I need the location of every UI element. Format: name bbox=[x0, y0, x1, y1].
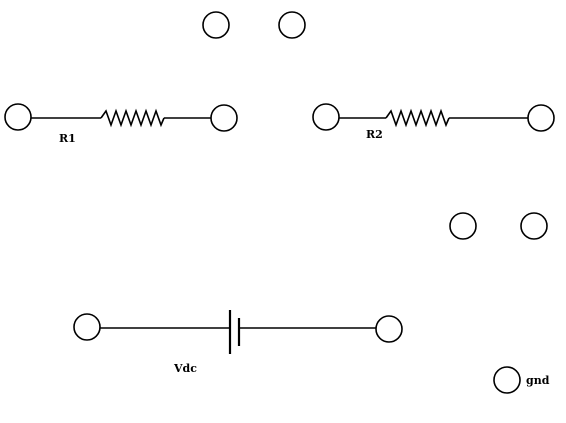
r2-zigzag bbox=[385, 108, 450, 128]
resistor-r1[interactable]: R1 bbox=[4, 103, 238, 145]
gnd-terminal[interactable] bbox=[493, 366, 521, 394]
resistor-r2[interactable]: R2 bbox=[312, 103, 555, 141]
r1-zigzag bbox=[100, 108, 165, 128]
terminal-mid-right[interactable] bbox=[520, 212, 548, 240]
vdc-terminal-left[interactable] bbox=[73, 313, 101, 341]
r2-terminal-left[interactable] bbox=[312, 103, 340, 131]
terminal-mid-left[interactable] bbox=[449, 212, 477, 240]
vdc-terminal-right[interactable] bbox=[375, 315, 403, 343]
gnd-label: gnd bbox=[526, 374, 550, 387]
r2-label: R2 bbox=[366, 128, 383, 141]
r1-terminal-left[interactable] bbox=[4, 103, 32, 131]
voltage-source-vdc[interactable]: Vdc bbox=[73, 310, 403, 375]
r1-label: R1 bbox=[59, 132, 76, 145]
r2-terminal-right[interactable] bbox=[527, 104, 555, 132]
terminal-top-right[interactable] bbox=[278, 11, 306, 39]
r1-terminal-right[interactable] bbox=[210, 104, 238, 132]
ground-terminal[interactable]: gnd bbox=[493, 366, 550, 394]
vdc-label: Vdc bbox=[173, 362, 197, 375]
terminal-top-left[interactable] bbox=[202, 11, 230, 39]
